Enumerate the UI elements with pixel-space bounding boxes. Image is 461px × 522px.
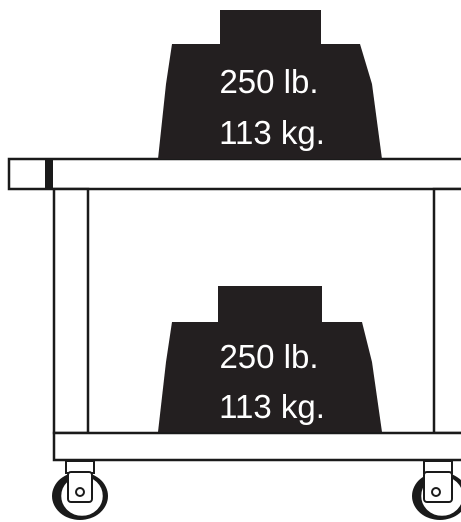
bottom-weight-icon xyxy=(158,286,382,432)
bottom-weight-kilograms-label: 113 kg. xyxy=(219,388,325,425)
shelf-edge-marker xyxy=(45,159,53,189)
top-weight-pounds-label: 250 lb. xyxy=(219,63,319,100)
top-shelf xyxy=(7,157,461,191)
left-caster xyxy=(52,460,108,520)
top-weight-kilograms-label: 113 kg. xyxy=(219,114,325,151)
top-weight-icon xyxy=(158,10,382,159)
right-caster-axle xyxy=(431,487,441,497)
bottom-shelf xyxy=(52,431,461,462)
right-leg xyxy=(432,187,461,435)
left-caster-axle xyxy=(75,487,85,497)
left-leg xyxy=(52,187,90,435)
right-caster xyxy=(412,460,461,520)
bottom-weight-pounds-label: 250 lb. xyxy=(219,338,319,375)
